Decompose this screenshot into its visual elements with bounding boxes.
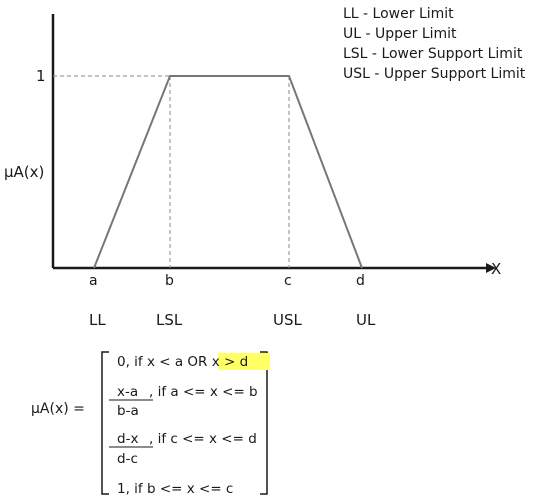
case1-highlight-bg xyxy=(218,353,270,370)
lsl-label: LSL xyxy=(156,311,183,329)
ll-label: LL xyxy=(89,311,106,329)
piecewise-formula: μA(x) = 0, if x < a OR x > d x-a b-a , i… xyxy=(31,351,270,497)
case4-text: 1, if b <= x <= c xyxy=(117,481,233,497)
case2-numerator: x-a xyxy=(117,384,138,400)
legend-item-ll: LL - Lower Limit xyxy=(343,6,454,22)
legend-item-lsl: LSL - Lower Support Limit xyxy=(343,46,523,62)
y-axis-label: μA(x) xyxy=(4,163,44,181)
right-bracket xyxy=(260,351,268,495)
x-axis-arrowhead xyxy=(486,263,496,273)
guides xyxy=(53,75,290,268)
legend-item-ul: UL - Upper Limit xyxy=(343,26,457,42)
trapezoid-function-line xyxy=(93,75,363,269)
point-a-label: a xyxy=(89,273,98,289)
case1-text: 0, if x < a OR x > d xyxy=(117,354,248,370)
case3-denominator: d-c xyxy=(117,451,138,467)
point-c-label: c xyxy=(284,273,292,289)
case3-numerator: d-x xyxy=(117,431,138,447)
case1-highlight: x > d xyxy=(212,354,248,370)
case3-condition: , if c <= x <= d xyxy=(149,431,257,447)
point-d-label: d xyxy=(356,273,365,289)
left-bracket xyxy=(101,351,109,495)
case2-condition: , if a <= x <= b xyxy=(149,384,258,400)
ul-label: UL xyxy=(356,311,376,329)
case1-prefix: 0, if x < a OR xyxy=(117,354,212,370)
case2-denominator: b-a xyxy=(117,403,139,419)
usl-label: USL xyxy=(273,311,303,329)
legend-item-usl: USL - Upper Support Limit xyxy=(343,66,526,82)
x-axis-label: X xyxy=(491,260,501,278)
axes xyxy=(51,14,496,273)
y-tick-one: 1 xyxy=(36,67,46,85)
formula-lhs: μA(x) = xyxy=(31,401,85,417)
legend: LL - Lower Limit UL - Upper Limit LSL - … xyxy=(343,6,526,82)
point-b-label: b xyxy=(165,273,174,289)
